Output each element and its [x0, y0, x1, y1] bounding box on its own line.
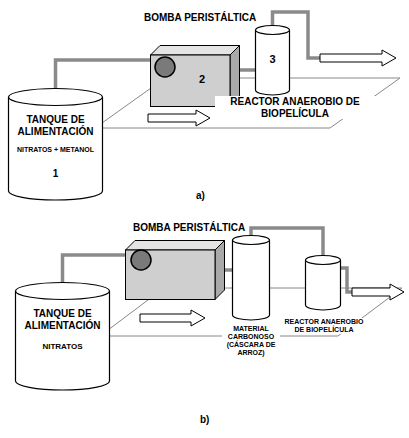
flow-arrow: [140, 310, 205, 326]
pump-rotor: [155, 57, 175, 77]
pump-rotor: [131, 250, 151, 270]
tube-connector: [240, 68, 255, 72]
panel-letter: b): [200, 414, 209, 426]
biofilm-reactor: 3: [255, 25, 290, 95]
tank-label: TANQUE DE ALIMENTACIÓN: [12, 114, 99, 137]
cylinder-top: [256, 26, 290, 35]
biofilm-reactor: REACTOR ANAEROBIO DE BIOPELÍCULA: [305, 255, 341, 310]
tube-connector: [225, 268, 232, 272]
shape-outline: [125, 240, 225, 300]
callout-number: 1: [8, 168, 103, 180]
cylinder-top: [306, 256, 341, 265]
tank-contents: NITRATOS + METANOL: [10, 146, 101, 154]
box-side: [215, 241, 225, 300]
cylinder-body: [9, 97, 103, 200]
tank-contents: NITRATOS: [17, 342, 108, 351]
pump-label: BOMBA PERISTÁLTICA: [144, 12, 256, 24]
column-label: MATERIAL CARBONOSO (CÁSCARA DE ARROZ): [222, 325, 280, 357]
feed-tank: TANQUE DE ALIMENTACIÓN NITRATOS: [15, 282, 110, 390]
pump-label: BOMBA PERISTÁLTICA: [133, 222, 245, 234]
tube-connector: [63, 255, 126, 282]
flow-arrow: [320, 50, 396, 66]
cylinder-body: [16, 291, 110, 390]
shape-outline: [305, 255, 341, 310]
cylinder-top: [16, 283, 110, 300]
flow-arrow: [352, 284, 404, 300]
flow-arrow: [148, 110, 210, 126]
carbon-column: MATERIAL CARBONOSO (CÁSCARA DE ARROZ): [232, 235, 270, 320]
cylinder-top: [9, 89, 103, 106]
tube-connector: [56, 60, 151, 88]
reactor-label: REACTOR ANAEROBIO DE BIOPELÍCULA: [284, 318, 364, 334]
box-top: [151, 46, 240, 56]
callout-number: 2: [192, 73, 212, 86]
peristaltic-pump: BOMBA PERISTÁLTICA: [125, 240, 225, 300]
box-front: [126, 250, 216, 300]
tank-label: TANQUE DE ALIMENTACIÓN: [19, 308, 106, 331]
panel-letter: a): [196, 190, 205, 202]
box-top: [126, 241, 225, 251]
cylinder-body: [256, 30, 290, 95]
shape-outline: [8, 88, 103, 200]
shape-outline: [232, 235, 270, 320]
callout-number: 3: [255, 53, 290, 66]
platform-plane: [95, 78, 400, 128]
feed-tank: TANQUE DE ALIMENTACIÓN NITRATOS + METANOL…: [8, 88, 103, 200]
cylinder-top: [233, 236, 270, 245]
cylinder-body: [306, 260, 341, 310]
shape-outline: [15, 282, 110, 390]
cylinder-body: [233, 240, 270, 320]
reactor-label: REACTOR ANAEROBIO DE BIOPELÍCULA: [215, 96, 375, 119]
